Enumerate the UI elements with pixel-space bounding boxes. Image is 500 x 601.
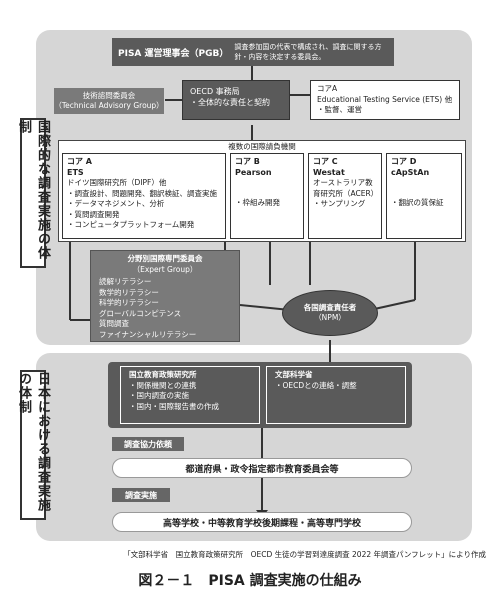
technical-advisory-group: 技術諮問委員会 （Technical Advisory Group）: [54, 88, 164, 114]
oecd-secretariat: OECD 事務局 ・全体的な責任と契約: [182, 80, 290, 120]
core-b-box: コア B Pearson ・枠組み開発: [230, 153, 304, 239]
nier-item: ・関係機関との連携: [129, 380, 197, 390]
pgb-box: PISA 運営理事会（PGB） 調査参加国の代表で構成され、調査に関する方針・内…: [112, 38, 394, 66]
expert-item: 数学的リテラシー: [99, 287, 159, 297]
pgb-desc: 調査参加国の代表で構成され、調査に関する方針・内容を決定する委員会。: [234, 43, 382, 61]
core-c-item: ・サンプリング: [313, 199, 366, 208]
japan-side-label: 日本における調査実施の体制: [16, 370, 50, 520]
implementation-tag: 調査実施: [112, 488, 170, 502]
mext-item: ・OECDとの連絡・調整: [275, 380, 357, 390]
npm-ellipse: 各国調査責任者 （NPM）: [282, 290, 378, 336]
core-a-box: コア A ETS ドイツ国際研究所（DIPF）他 ・調査設計、問題開発、翻訳検証…: [62, 153, 226, 239]
international-side-label: 国際的な調査実施の体制: [16, 118, 50, 268]
expert-item: グローバルコンピテンス: [99, 308, 182, 318]
core-b-item: ・枠組み開発: [235, 198, 280, 207]
expert-item: 科学的リテラシー: [99, 298, 159, 307]
mext-box: 文部科学省 ・OECDとの連絡・調整: [266, 366, 406, 424]
expert-group-box: 分野別国際専門委員会 （Expert Group） 読解リテラシー 数学的リテラ…: [90, 250, 240, 342]
nier-box: 国立教育政策研究所 ・関係機関との連携 ・国内調査の実施 ・国内・国際報告書の作…: [120, 366, 260, 424]
core-a-ets-box: コアA Educational Testing Service (ETS) 他 …: [310, 80, 460, 120]
core-d-box: コア D cApStAn ・翻訳の質保証: [386, 153, 462, 239]
source-note: 「文部科学省 国立教育政策研究所 OECD 生徒の学習到達度調査 2022 年調…: [123, 550, 486, 559]
boards-of-education-box: 都道府県・政令指定都市教育委員会等: [112, 458, 412, 478]
core-d-item: ・翻訳の質保証: [391, 198, 444, 207]
figure-title: 図２－１ PISA 調査実施の仕組み: [138, 573, 362, 589]
expert-item: 質問調査: [99, 319, 129, 328]
core-c-box: コア C Westat オーストラリア教育研究所（ACER） ・サンプリング: [308, 153, 382, 239]
core-a-item: ・コンピュータプラットフォーム開発: [67, 220, 195, 229]
expert-item: ファイナンシャルリテラシー: [99, 329, 197, 339]
pgb-title: PISA 運営理事会（PGB）: [118, 48, 229, 59]
expert-item: 読解リテラシー: [99, 277, 152, 286]
nier-item: ・国内・国際報告書の作成: [129, 401, 219, 411]
schools-box: 高等学校・中等教育学校後期課程・高等専門学校: [112, 512, 412, 532]
core-a-item: ・調査設計、問題開発、翻訳検証、調査実施: [67, 188, 217, 198]
nier-item: ・国内調査の実施: [129, 391, 189, 400]
core-a-item: ・データマネジメント、分析: [67, 199, 165, 208]
core-a-item: ・質問調査開発: [67, 209, 120, 219]
contractors-label: 複数の国際請負機関: [228, 142, 296, 152]
request-cooperation-tag: 調査協力依頼: [112, 437, 184, 451]
